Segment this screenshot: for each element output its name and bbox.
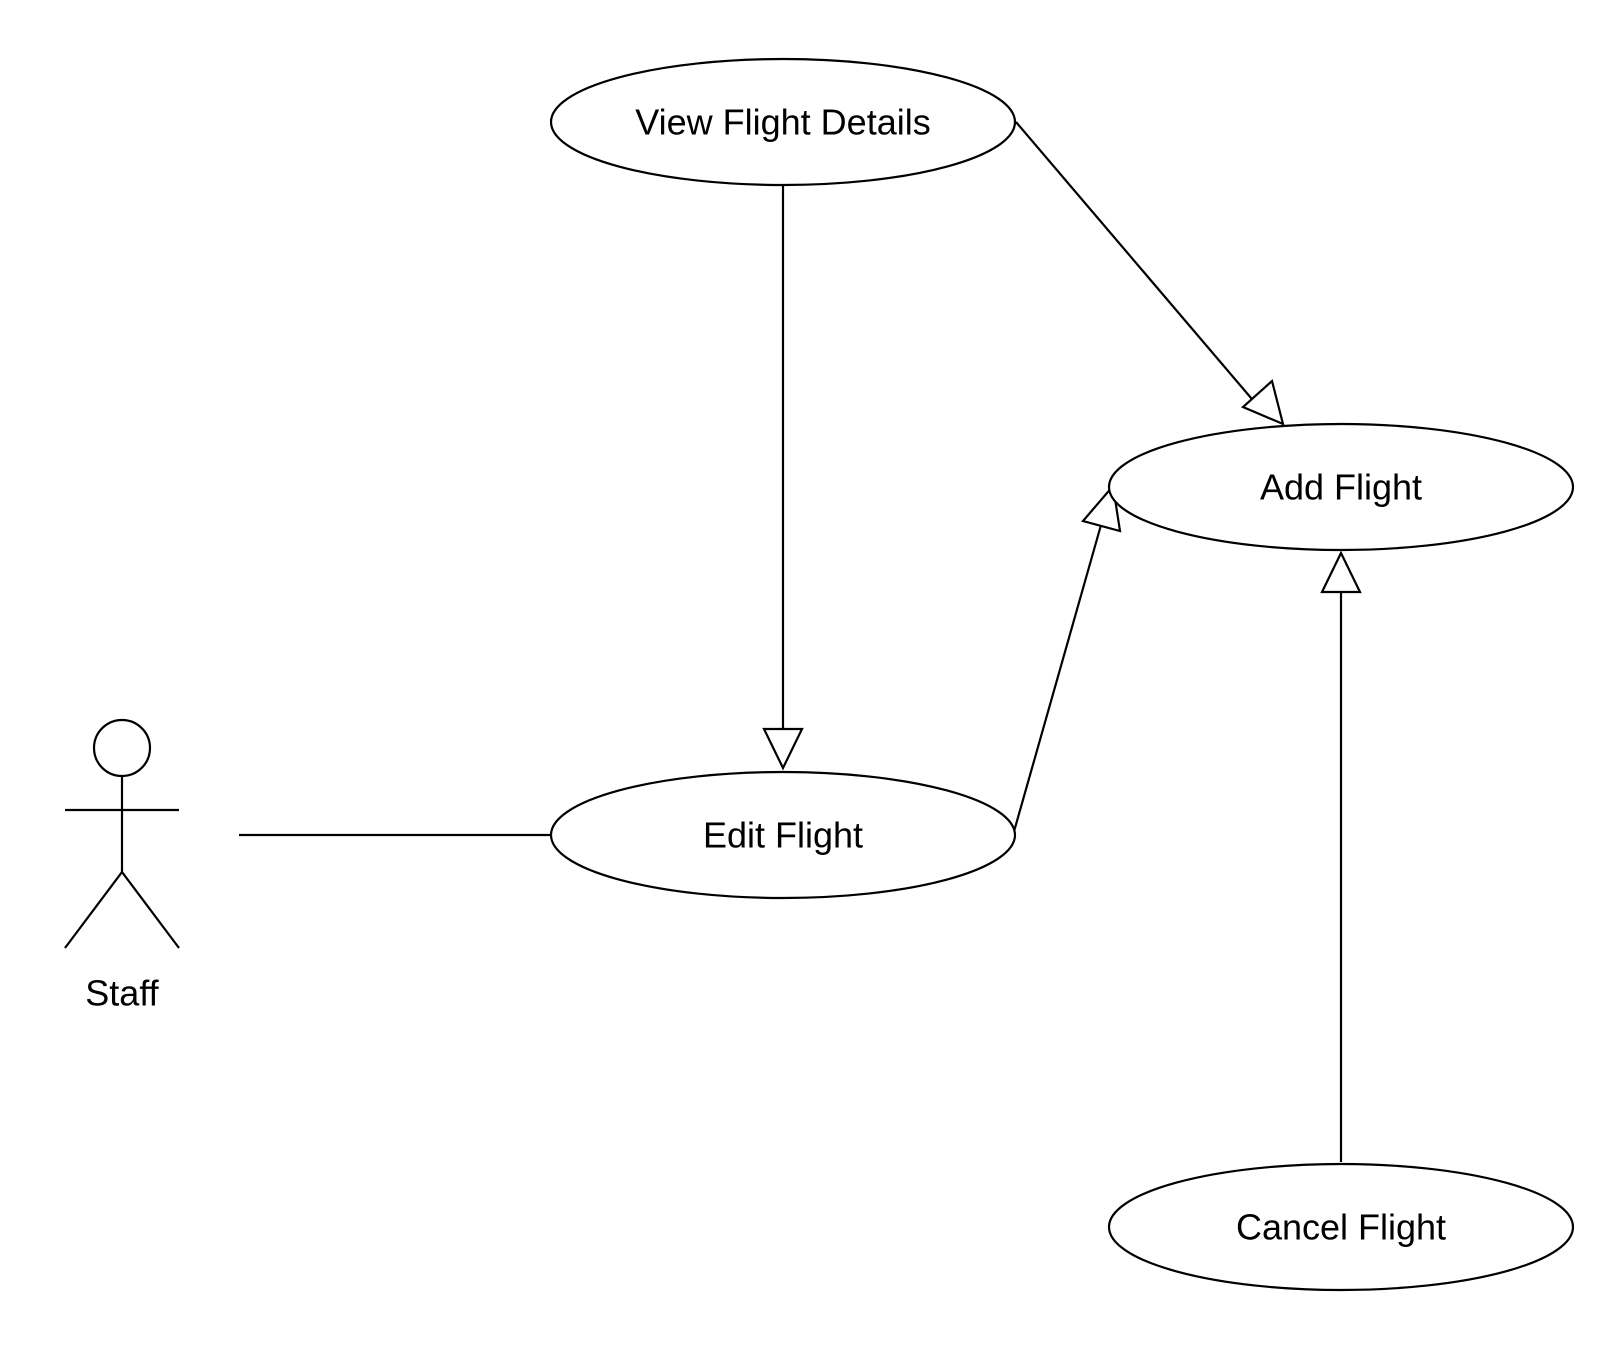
use-case-label: Add Flight — [1260, 467, 1422, 508]
use-case-view-flight-details[interactable]: View Flight Details — [549, 57, 1017, 187]
actor-label: Staff — [85, 973, 159, 1014]
generalization-edit-flight-to-add-flight — [1011, 483, 1122, 836]
use-case-cancel-flight[interactable]: Cancel Flight — [1107, 1162, 1575, 1292]
hollow-triangle-arrowhead — [762, 727, 804, 771]
generalization-view-flight-details-to-edit-flight — [762, 185, 804, 771]
use-case-label: View Flight Details — [635, 102, 930, 143]
use-case-add-flight[interactable]: Add Flight — [1107, 422, 1575, 552]
use-case-ellipse — [1107, 1162, 1575, 1292]
generalization-cancel-flight-to-add-flight — [1320, 550, 1362, 1162]
hollow-triangle-arrowhead — [1081, 483, 1122, 533]
use-case-ellipse — [549, 770, 1017, 900]
relationships — [239, 121, 1362, 1162]
use-case-ellipse — [1107, 422, 1575, 552]
use-case-label: Cancel Flight — [1236, 1207, 1446, 1248]
actor-staff[interactable]: Staff — [64, 718, 180, 1014]
generalization-view-flight-details-to-add-flight — [1015, 121, 1285, 426]
stick-figure-icon — [64, 718, 180, 949]
use-case-ellipse — [549, 57, 1017, 187]
use-case-edit-flight[interactable]: Edit Flight — [549, 770, 1017, 900]
hollow-triangle-arrowhead — [1240, 378, 1285, 426]
hollow-triangle-arrowhead — [1320, 550, 1362, 594]
use-case-label: Edit Flight — [703, 815, 863, 856]
